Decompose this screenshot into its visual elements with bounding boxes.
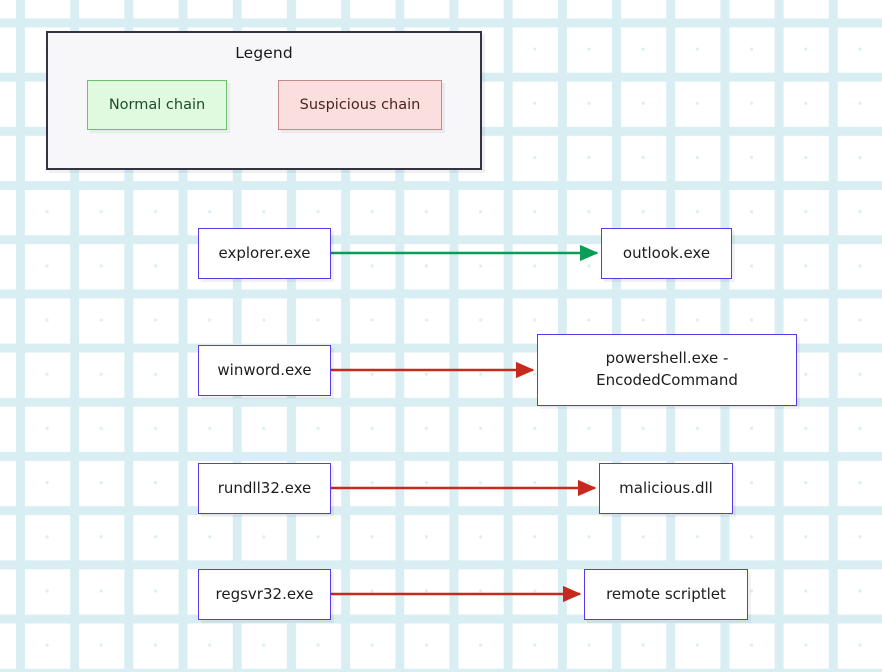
legend-container: Legend Normal chain Suspicious chain	[46, 31, 482, 170]
legend-item-normal-chain: Normal chain	[87, 80, 227, 130]
legend-title: Legend	[235, 44, 293, 62]
node-regsvr32-exe[interactable]: regsvr32.exe	[198, 569, 331, 620]
node-malicious-dll[interactable]: malicious.dll	[599, 463, 733, 514]
node-powershell-encodedcommand[interactable]: powershell.exe - EncodedCommand	[537, 334, 797, 406]
node-explorer-exe[interactable]: explorer.exe	[198, 228, 331, 279]
node-winword-exe[interactable]: winword.exe	[198, 345, 331, 396]
node-rundll32-exe[interactable]: rundll32.exe	[198, 463, 331, 514]
legend-item-suspicious-chain: Suspicious chain	[278, 80, 442, 130]
node-outlook-exe[interactable]: outlook.exe	[601, 228, 732, 279]
node-remote-scriptlet[interactable]: remote scriptlet	[584, 569, 748, 620]
